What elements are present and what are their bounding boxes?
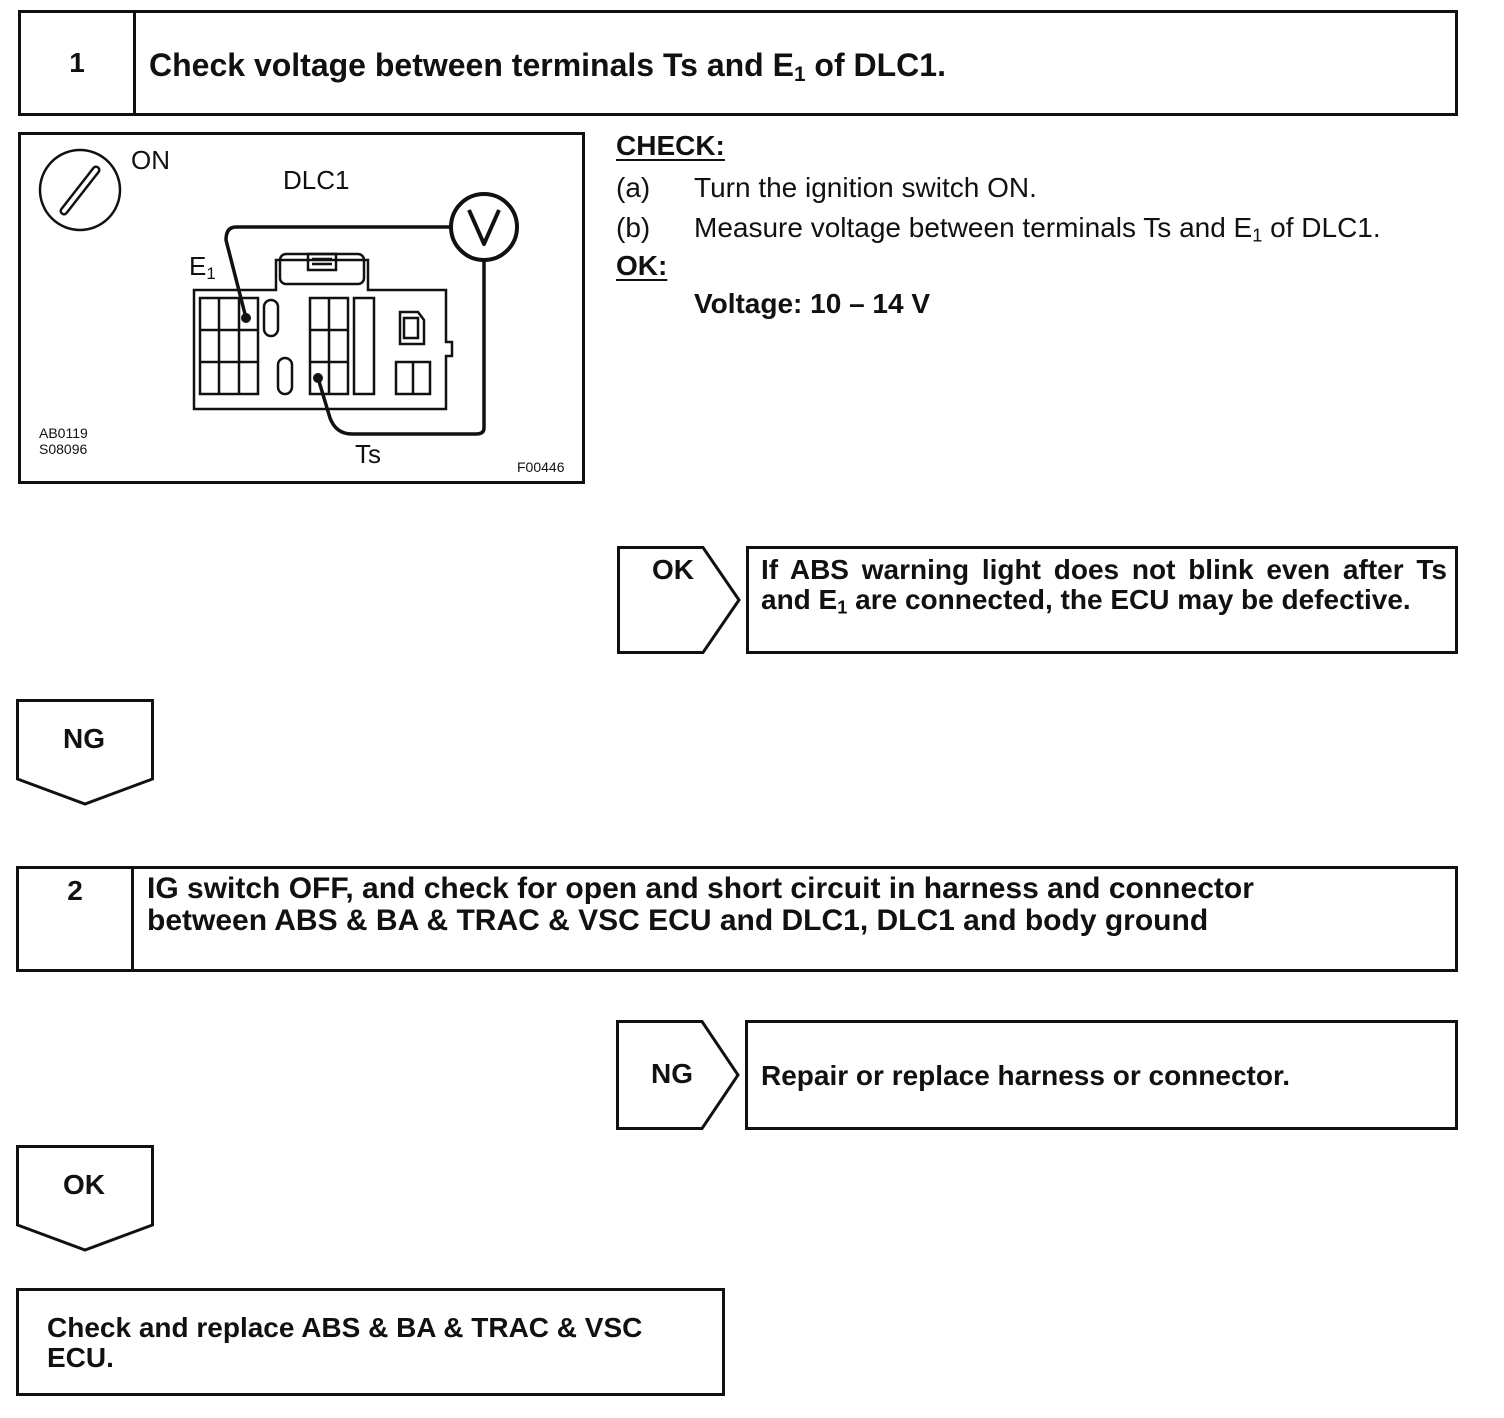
ignition-on-label: ON	[131, 145, 170, 175]
flow-2-ok-tag: OK	[16, 1145, 156, 1253]
check-item-b-letter: (b)	[616, 212, 651, 243]
e1-label-sub: 1	[206, 264, 216, 284]
result-1-ok-text-end: are connected, the ECU may be defective.	[847, 584, 1411, 615]
step-2-title: IG switch OFF, and check for open and sh…	[147, 873, 1443, 937]
result-1-ok-text-main: If ABS warning light does not blink even…	[761, 554, 1447, 615]
check-heading: CHECK:	[616, 130, 725, 161]
e1-label-text: E	[189, 251, 207, 281]
step-1-title-end: of DLC1.	[805, 47, 946, 83]
result-1-ok-label: OK	[652, 554, 694, 585]
ok-arrow-down-icon	[16, 1145, 154, 1252]
check-item-b-text-end: of DLC1.	[1262, 212, 1381, 243]
check-item-b-text-sub: 1	[1252, 225, 1263, 246]
voltmeter-icon	[449, 192, 519, 262]
result-1-ok-text: If ABS warning light does not blink even…	[761, 555, 1447, 623]
final-action-text: Check and replace ABS & BA & TRAC & VSC …	[47, 1313, 642, 1373]
final-action-line-2: ECU.	[47, 1342, 114, 1373]
ok-heading: OK:	[616, 250, 668, 281]
result-1-ok-tag: OK	[617, 546, 743, 654]
flow-2-ok-label: OK	[63, 1169, 105, 1200]
step-2-header: 2 IG switch OFF, and check for open and …	[16, 866, 1458, 972]
check-item-a-text: Turn the ignition switch ON.	[694, 172, 1037, 203]
ignition-switch-icon	[38, 148, 122, 232]
step-1-title-text: Check voltage between terminals Ts and E	[149, 47, 794, 83]
figure-code-left-1: AB0119	[39, 425, 88, 441]
step-1-title: Check voltage between terminals Ts and E…	[149, 49, 1443, 91]
figure-code-left-2: S08096	[39, 441, 88, 457]
check-item-b-text: Measure voltage between terminals Ts and…	[694, 212, 1381, 247]
check-item-b: (b) Measure voltage between terminals Ts…	[616, 212, 1486, 246]
check-item-a-letter: (a)	[616, 172, 651, 203]
final-action-box: Check and replace ABS & BA & TRAC & VSC …	[16, 1288, 725, 1396]
voltmeter-leads	[224, 225, 486, 436]
e1-terminal-probe	[241, 313, 251, 323]
final-action-line-1: Check and replace ABS & BA & TRAC & VSC	[47, 1312, 643, 1343]
result-2-ng-label: NG	[651, 1058, 693, 1089]
step-2-title-line-1: IG switch OFF, and check for open and sh…	[147, 872, 1254, 905]
e1-label: E1	[189, 251, 216, 284]
step-1-number-cell: 1	[21, 13, 136, 113]
dlc1-label: DLC1	[283, 165, 350, 195]
ok-voltage-spec: Voltage: 10 – 14 V	[694, 288, 931, 319]
check-item-a: (a) Turn the ignition switch ON.	[616, 172, 1486, 206]
result-2-ng-text: Repair or replace harness or connector.	[761, 1060, 1291, 1091]
dlc1-figure: ON DLC1 E1 Ts AB0119 S08096 F00446	[18, 132, 585, 484]
ng-arrow-down-icon	[16, 699, 154, 806]
ok-arrow-right-icon	[617, 546, 741, 654]
result-1-ok-box: If ABS warning light does not blink even…	[746, 546, 1458, 654]
result-2-ng-tag: NG	[616, 1020, 742, 1130]
step-2-number: 2	[67, 875, 83, 906]
ts-label: Ts	[355, 439, 381, 469]
check-section: CHECK: (a) Turn the ignition switch ON. …	[616, 130, 1486, 330]
step-2-title-line-2: between ABS & BA & TRAC & VSC ECU and DL…	[147, 904, 1209, 937]
result-2-ng-box: Repair or replace harness or connector.	[745, 1020, 1458, 1130]
dlc1-diagram	[38, 148, 519, 436]
step-1-number: 1	[69, 47, 85, 78]
step-1-header: 1 Check voltage between terminals Ts and…	[18, 10, 1458, 116]
ts-terminal-probe	[313, 373, 323, 383]
dlc1-connector	[192, 252, 454, 411]
result-1-ok-text-sub: 1	[837, 597, 848, 618]
step-1-title-sub: 1	[793, 63, 806, 87]
flow-1-ng-tag: NG	[16, 699, 156, 807]
check-item-b-text-main: Measure voltage between terminals Ts and…	[694, 212, 1253, 243]
figure-code-right: F00446	[517, 459, 565, 475]
flow-1-ng-label: NG	[63, 723, 105, 754]
step-2-number-cell: 2	[19, 869, 134, 969]
ng-arrow-right-icon	[616, 1020, 740, 1130]
